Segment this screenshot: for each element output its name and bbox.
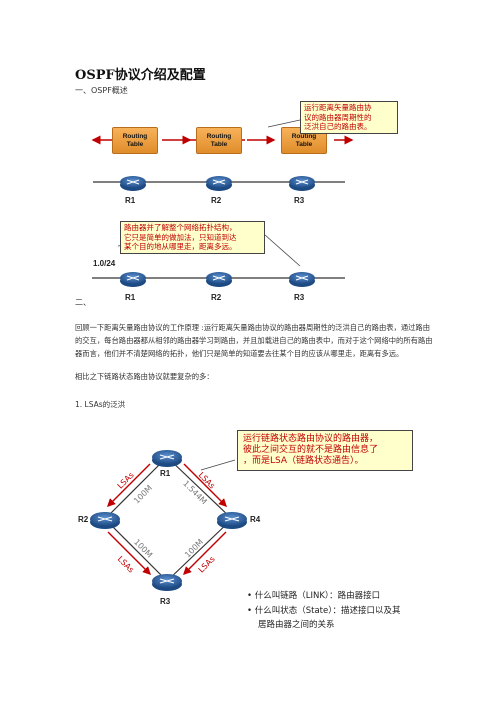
router-icon bbox=[206, 176, 232, 191]
note-line: 它只是简单的做加法，只知道到达 bbox=[124, 232, 237, 242]
router-label: R1 bbox=[125, 196, 136, 205]
routing-table-label: Table bbox=[210, 141, 228, 148]
bullet-text: 什么叫状态（State）：描述接口以及其 bbox=[254, 606, 401, 616]
note-line: 泛洪自己的路由表。 bbox=[304, 122, 372, 131]
intro-paragraph-2: 相比之下链路状态路由协议就要复杂的多： bbox=[75, 372, 214, 381]
router-label: R3 bbox=[160, 597, 171, 606]
bullet-continuation: 居路由器之间的关系 bbox=[258, 620, 335, 630]
note-line: 路由器并了解整个网络拓扑结构， bbox=[124, 223, 237, 232]
routing-table-label: Table bbox=[295, 141, 313, 148]
routing-table-label: Routing bbox=[122, 133, 148, 140]
section-heading-overview: 一、OSPF概述 bbox=[75, 86, 128, 95]
router-icons bbox=[90, 176, 315, 591]
bullet-text: 什么叫链路（LINK）：路由器接口 bbox=[254, 591, 381, 601]
note-line: ，而是LSA（链路状态通告）。 bbox=[243, 456, 364, 466]
note-line: 运行链路状态路由协议的路由器， bbox=[243, 434, 379, 444]
router-icon bbox=[217, 512, 247, 529]
diagram3-callout-leader bbox=[200, 459, 236, 471]
routing-table-r1: Routing Table bbox=[112, 127, 158, 154]
router-label: R3 bbox=[294, 293, 305, 302]
router-label: R1 bbox=[125, 293, 136, 302]
diagram2-note: 路由器并了解整个网络拓扑结构， 它只是简单的做加法，只知道到达 某个目的地从哪里… bbox=[120, 221, 265, 254]
routing-table-label: Routing bbox=[206, 133, 232, 140]
bullet-item: • 什么叫链路（LINK）：路由器接口 bbox=[247, 591, 381, 601]
router-icon bbox=[120, 176, 146, 191]
router-label: R1 bbox=[160, 469, 171, 478]
router-icon bbox=[90, 512, 120, 529]
subheading-lsa-flooding: 1. LSAs的泛洪 bbox=[75, 400, 126, 409]
router-icon bbox=[152, 574, 182, 591]
intro-paragraph: 回顾一下距离矢量路由协议的工作原理 :运行距离矢量路由协议的路由器周期性的泛洪自… bbox=[75, 323, 433, 358]
routing-table-r2: Routing Table bbox=[196, 127, 242, 154]
bullet-item: • 什么叫状态（State）：描述接口以及其 bbox=[247, 606, 401, 616]
section-heading-2: 二、 bbox=[75, 298, 91, 307]
router-icon bbox=[120, 272, 146, 287]
router-icon bbox=[289, 176, 315, 191]
routing-table-label: Routing bbox=[291, 133, 317, 140]
diagram1-note: 运行距离矢量路由协 议的路由器周期性的 泛洪自己的路由表。 bbox=[300, 101, 398, 134]
diagram3-note: 运行链路状态路由协议的路由器， 彼此之间交互的就不是路由信息了 ，而是LSA（链… bbox=[237, 430, 413, 471]
note-line: 彼此之间交互的就不是路由信息了 bbox=[243, 445, 379, 455]
router-label: R2 bbox=[78, 515, 89, 524]
routing-table-label: Table bbox=[126, 141, 144, 148]
diagram2-callout-leader bbox=[264, 234, 301, 267]
note-line: 运行距离矢量路由协 bbox=[304, 103, 372, 112]
network-prefix-label: 1.0/24 bbox=[93, 259, 116, 268]
router-icon bbox=[152, 450, 182, 467]
router-label: R2 bbox=[211, 196, 222, 205]
diagram3-lsa-arrows bbox=[107, 463, 227, 575]
diagram1-callout-leader bbox=[267, 119, 301, 128]
note-line: 某个目的地从哪里走，距离多远。 bbox=[124, 242, 237, 251]
diagram3-links bbox=[104, 456, 233, 582]
router-icon bbox=[206, 272, 232, 287]
page-title: OSPF协议介绍及配置 bbox=[75, 68, 206, 83]
router-icon bbox=[289, 272, 315, 287]
router-label: R4 bbox=[250, 515, 261, 524]
router-label: R3 bbox=[294, 196, 305, 205]
router-label: R2 bbox=[211, 293, 222, 302]
note-line: 议的路由器周期性的 bbox=[304, 112, 372, 122]
